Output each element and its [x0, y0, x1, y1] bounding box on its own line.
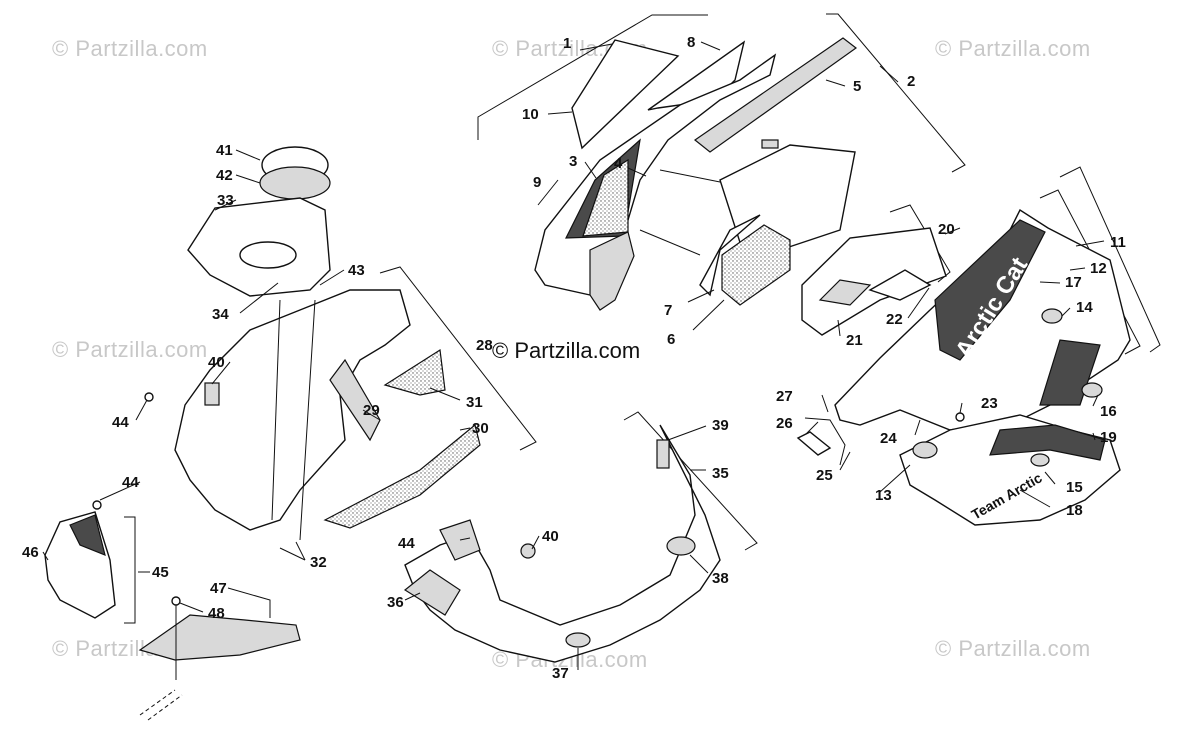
callout-4: 4: [614, 155, 623, 172]
plug-37: [565, 632, 591, 648]
callout-44-side: 44: [122, 474, 139, 491]
callout-22: 22: [886, 311, 903, 328]
bracket-39: [656, 439, 670, 469]
callout-12: 12: [1090, 260, 1107, 277]
callout-48: 48: [208, 605, 225, 622]
callout-1: 1: [563, 35, 571, 52]
foam-30: [323, 423, 481, 529]
callout-24: 24: [880, 430, 897, 447]
callout-7: 7: [664, 302, 672, 319]
callout-43: 43: [348, 262, 365, 279]
callout-20: 20: [938, 221, 955, 238]
stripe-17: [934, 219, 1046, 361]
callout-numbers: 1 2 3 4 5 6 7 8 9 10 11 12 13 14 15 16 1…: [22, 34, 1126, 682]
guard-47: [138, 614, 301, 661]
callout-23: 23: [981, 395, 998, 412]
plug-16: [1081, 382, 1103, 398]
callout-34: 34: [212, 306, 229, 323]
plug-15: [1030, 453, 1050, 467]
watermark-bottom-right: © Partzilla.com: [935, 636, 1091, 661]
callout-11: 11: [1110, 234, 1126, 251]
watermark-center-text: © Partzilla.com: [492, 338, 641, 363]
callout-45: 45: [152, 564, 169, 581]
callout-17: 17: [1065, 274, 1082, 291]
callout-3: 3: [569, 153, 577, 170]
callout-42: 42: [216, 167, 233, 184]
callout-13: 13: [875, 487, 892, 504]
callout-10: 10: [522, 106, 539, 123]
window-10: [571, 39, 680, 150]
belly-pan-assembly: [403, 411, 758, 663]
plug-14: [1041, 308, 1063, 324]
foam-31: [383, 348, 446, 396]
callout-35: 35: [712, 465, 729, 482]
plug-38: [666, 536, 696, 556]
callout-31: 31: [466, 394, 483, 411]
console-assembly: [92, 146, 537, 541]
callout-40-upper: 40: [208, 354, 225, 371]
windshield-assembly: [477, 13, 966, 311]
callout-37: 37: [552, 665, 569, 682]
gasket-42: [259, 166, 331, 200]
watermark-top-left: © Partzilla.com: [52, 36, 208, 61]
decal-19: [989, 424, 1106, 461]
leader-lines: [42, 41, 1105, 670]
callout-26: 26: [776, 415, 793, 432]
callout-44-pan: 44: [398, 535, 415, 552]
callout-25: 25: [816, 467, 833, 484]
foam-3: [582, 158, 629, 237]
callout-16: 16: [1100, 403, 1117, 420]
callout-36: 36: [387, 594, 404, 611]
callout-18: 18: [1066, 502, 1083, 519]
callout-27: 27: [776, 388, 793, 405]
latch-26: [796, 431, 832, 456]
bracket-under: [589, 231, 635, 311]
callout-46: 46: [22, 544, 39, 561]
callout-21: 21: [846, 332, 863, 349]
callout-40-lower: 40: [542, 528, 559, 545]
callout-14: 14: [1076, 299, 1093, 316]
belly-pan-35: [404, 424, 721, 663]
connector-5: [761, 139, 779, 149]
screw-44a: [144, 392, 154, 402]
callout-47: 47: [210, 580, 227, 597]
hole-33: [239, 241, 297, 269]
screw-44b: [92, 500, 102, 510]
bolt-40a: [204, 382, 220, 406]
screw-23: [955, 412, 965, 422]
bracket-36: [403, 569, 461, 616]
callout-5: 5: [853, 78, 861, 95]
screw-48: [171, 596, 181, 606]
side-trim-assembly: [44, 511, 136, 624]
callout-33: 33: [217, 192, 234, 209]
watermark-top-right: © Partzilla.com: [935, 36, 1091, 61]
callout-19: 19: [1100, 429, 1117, 446]
vent-21: [818, 279, 872, 306]
callout-28: 28: [476, 337, 493, 354]
callout-32: 32: [310, 554, 327, 571]
callout-38: 38: [712, 570, 729, 587]
callout-41: 41: [216, 142, 233, 159]
plug-13: [912, 441, 938, 459]
watermark-mid-left: © Partzilla.com: [52, 337, 208, 362]
callout-44-left: 44: [112, 414, 129, 431]
callout-2: 2: [907, 73, 915, 90]
grille-22: [868, 269, 932, 301]
callout-9: 9: [533, 174, 541, 191]
console-28: [174, 289, 411, 531]
side-panel-assembly: Arctic Cat Team Arctic: [796, 166, 1161, 526]
guard-assembly: [138, 596, 301, 721]
seal-7: [699, 214, 761, 297]
washer-40b: [520, 543, 536, 559]
callout-15: 15: [1066, 479, 1083, 496]
strip-5: [693, 37, 858, 153]
callout-6: 6: [667, 331, 675, 348]
callout-30: 30: [472, 420, 489, 437]
trim-46-shadow: [69, 514, 106, 556]
foam-6: [721, 224, 791, 306]
callout-29: 29: [363, 402, 380, 419]
callout-39: 39: [712, 417, 729, 434]
callout-8: 8: [687, 34, 695, 51]
